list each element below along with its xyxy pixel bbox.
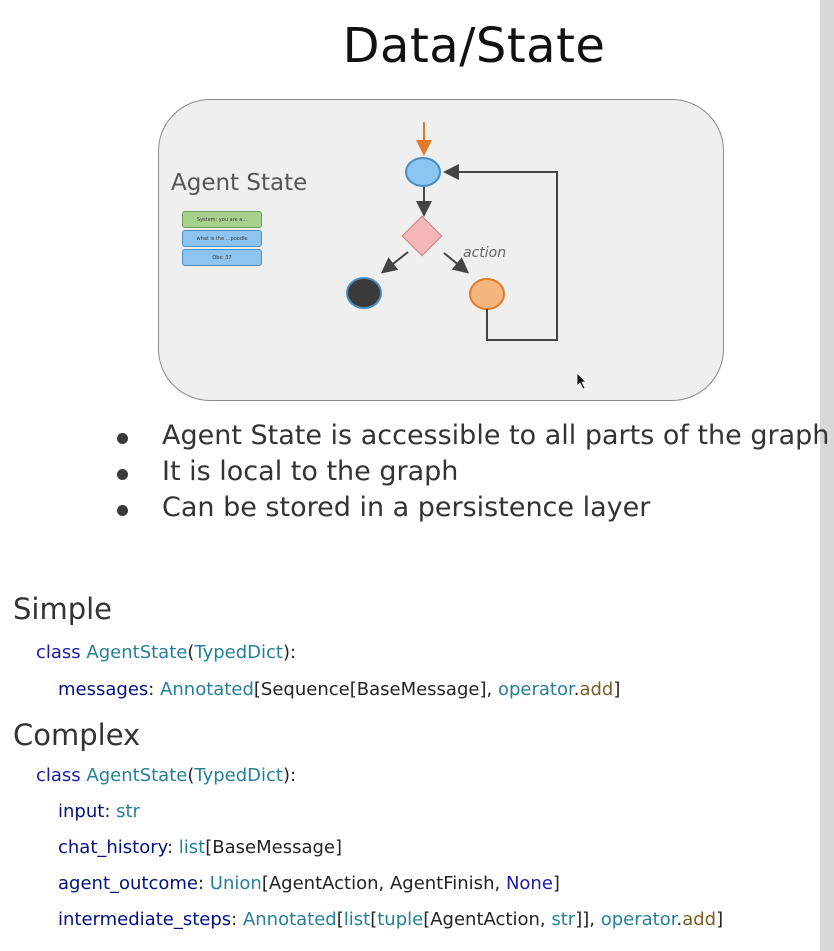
code-keyword: class — [36, 765, 81, 786]
code-type: Annotated — [160, 679, 254, 700]
complex-heading: Complex — [13, 718, 141, 752]
slide-edge — [820, 0, 834, 951]
graph-diagram: action — [346, 122, 558, 341]
complex-field-chat-history: chat_history: list[BaseMessage] — [58, 837, 343, 858]
code-field-name: messages — [58, 679, 149, 700]
complex-field-input: input: str — [58, 801, 140, 822]
code-module: operator — [600, 909, 677, 930]
bullet-list: Agent State is accessible to all parts o… — [110, 418, 830, 526]
router-to-action-edge — [443, 252, 470, 274]
message-system: System: you are a... — [182, 211, 262, 228]
slide-title: Data/State — [342, 18, 606, 74]
code-field-name: intermediate_steps — [58, 909, 232, 930]
code-type: Annotated — [242, 909, 337, 930]
code-base-type: TypedDict — [194, 765, 283, 786]
complex-class-line: class AgentState(TypedDict): — [36, 765, 297, 786]
code-field-name: agent_outcome — [58, 873, 198, 894]
code-function: add — [579, 679, 614, 700]
code-base-type: TypedDict — [194, 642, 283, 663]
code-type: list — [178, 837, 206, 858]
code-type: str — [551, 909, 576, 930]
action-node — [469, 278, 505, 310]
code-class-name: AgentState — [86, 765, 188, 786]
code-type: AgentFinish — [389, 873, 495, 894]
action-loop-edge — [443, 164, 558, 341]
simple-field-line: messages: Annotated[Sequence[BaseMessage… — [58, 679, 621, 700]
router-node — [401, 215, 443, 257]
router-to-end-edge — [380, 251, 409, 274]
code-type: BaseMessage — [356, 679, 480, 700]
end-node — [346, 277, 382, 309]
code-keyword: None — [505, 873, 553, 894]
code-type: AgentAction — [268, 873, 379, 894]
complex-field-intermediate-steps: intermediate_steps: Annotated[list[tuple… — [58, 909, 724, 930]
bullet-item: Agent State is accessible to all parts o… — [110, 418, 830, 454]
code-module: operator — [497, 679, 574, 700]
action-edge-label: action — [463, 245, 506, 261]
bullet-item: Can be stored in a persistence layer — [110, 490, 830, 526]
code-keyword: class — [36, 642, 81, 663]
mouse-cursor — [576, 372, 587, 390]
code-field-name: chat_history — [58, 837, 167, 858]
code-function: add — [682, 909, 717, 930]
code-type: BaseMessage — [212, 837, 335, 858]
code-class-name: AgentState — [86, 642, 188, 663]
message-human: what is the ...poodle — [182, 230, 262, 247]
bullet-item: It is local to the graph — [110, 454, 830, 490]
simple-heading: Simple — [13, 592, 113, 626]
agent-node — [405, 157, 441, 187]
code-field-name: input — [58, 801, 105, 822]
agent-state-label: Agent State — [171, 170, 308, 196]
code-type: Sequence — [260, 679, 350, 700]
code-type: Union — [209, 873, 262, 894]
code-type: str — [116, 801, 140, 822]
complex-field-agent-outcome: agent_outcome: Union[AgentAction, AgentF… — [58, 873, 560, 894]
simple-class-line: class AgentState(TypedDict): — [36, 642, 297, 663]
code-type: list — [343, 909, 371, 930]
code-type: AgentAction — [430, 909, 540, 930]
message-observation: Obs: 37 — [182, 249, 262, 266]
code-type: tuple — [377, 909, 424, 930]
